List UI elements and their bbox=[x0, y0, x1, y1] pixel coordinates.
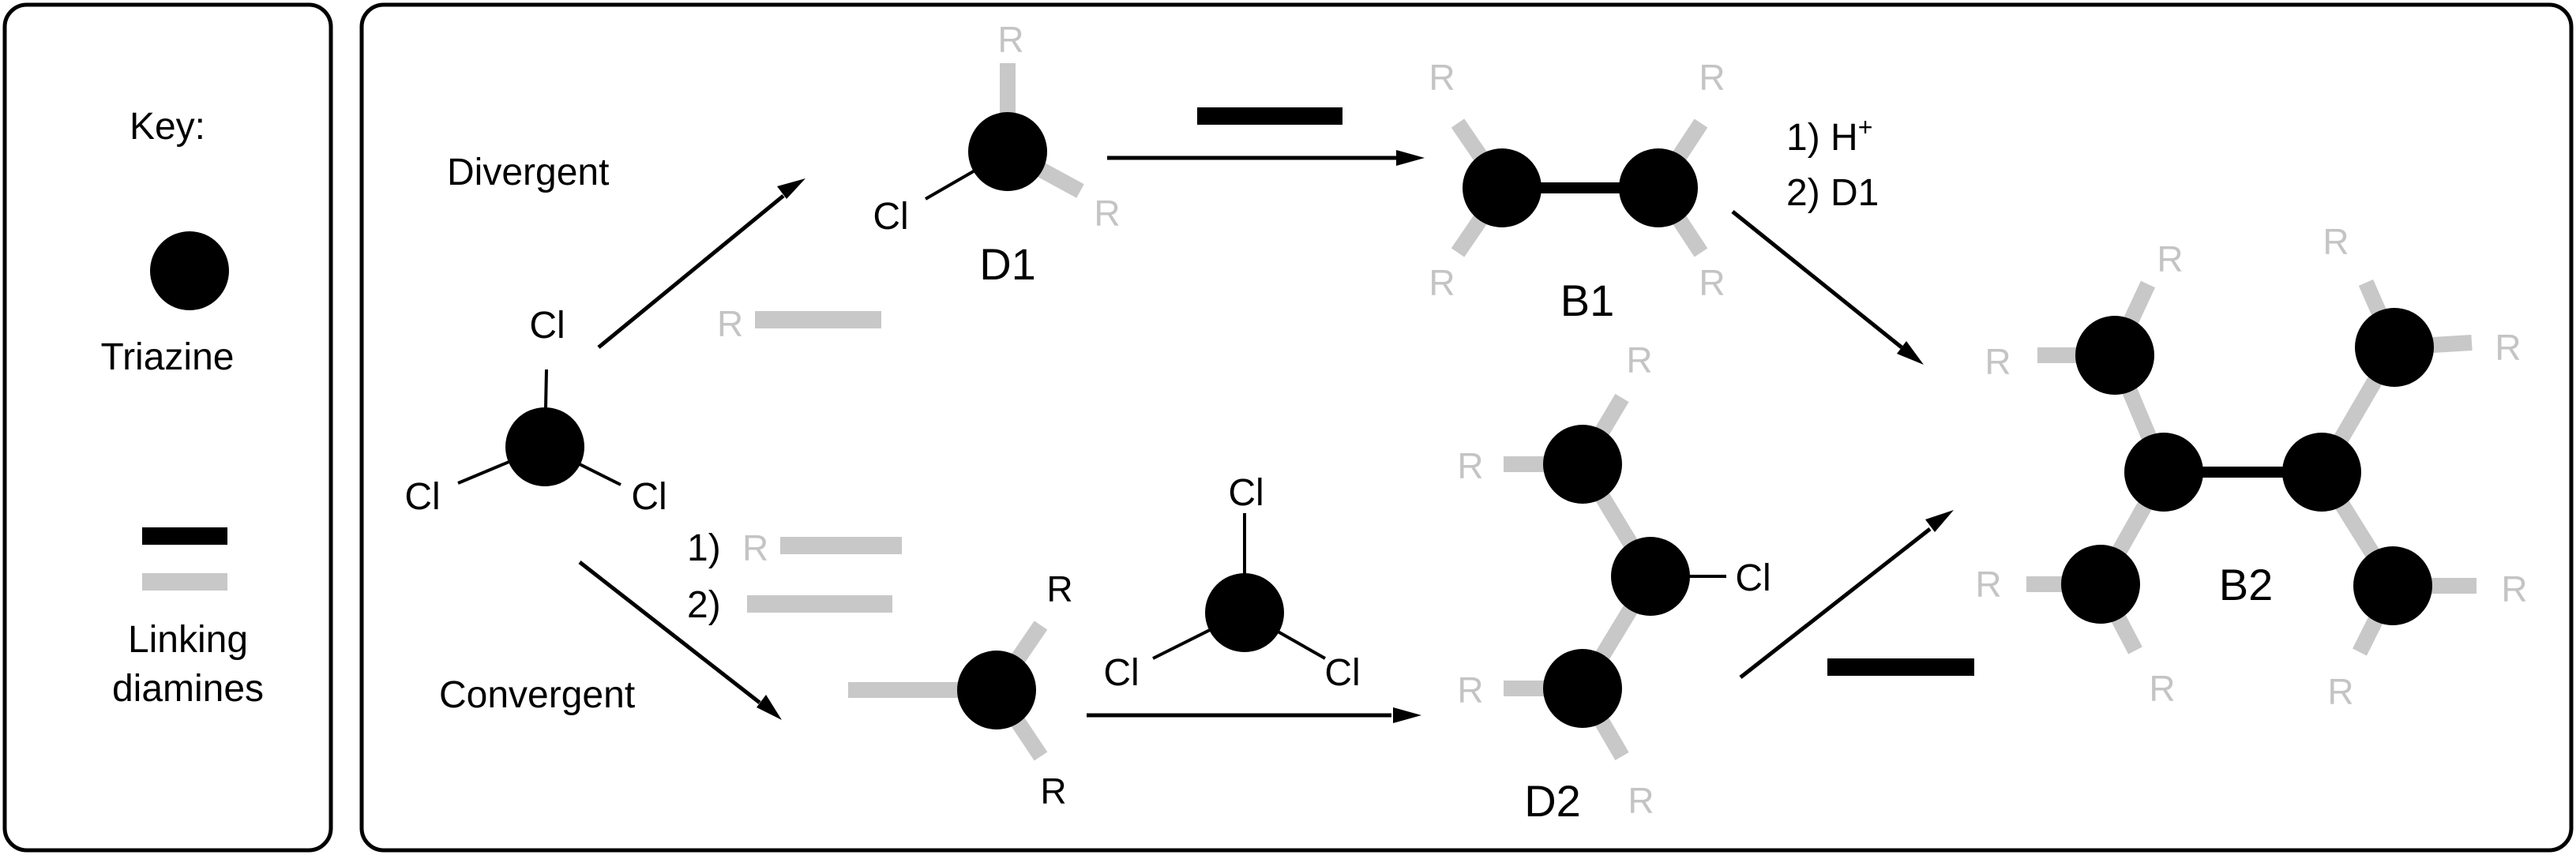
b1-step-2: 2) D1 bbox=[1786, 172, 1879, 214]
arrow-to-d2 bbox=[1087, 707, 1421, 723]
b1-r-br: R bbox=[1699, 262, 1725, 303]
d2-molecule: R R R R Cl D2 bbox=[1457, 339, 1771, 826]
conv-step-1-r: R bbox=[742, 527, 768, 568]
key-triazine-label: Triazine bbox=[101, 336, 235, 378]
arrow-b1-to-b2 bbox=[1731, 210, 1924, 365]
d1-cl: Cl bbox=[873, 196, 908, 238]
divergent-reagent: R bbox=[717, 303, 881, 344]
b2-label: B2 bbox=[2219, 560, 2274, 609]
arrow-d2-to-b2 bbox=[1739, 510, 1954, 679]
convergent-label: Convergent bbox=[439, 674, 635, 716]
start-triazine: Cl Cl Cl bbox=[404, 305, 667, 518]
key-title: Key: bbox=[130, 106, 205, 148]
b2-r-7: R bbox=[2501, 568, 2527, 609]
conv-step-2: 2) bbox=[687, 584, 721, 626]
scheme-panel bbox=[359, 2, 2574, 853]
conv-reagent-cl-top: Cl bbox=[1228, 472, 1264, 514]
d1-r-top: R bbox=[997, 19, 1023, 60]
b1-r-tr: R bbox=[1699, 57, 1725, 98]
convergent-triazine-reagent: Cl Cl Cl bbox=[1103, 472, 1360, 694]
d2-r-top: R bbox=[1626, 339, 1652, 381]
arrow-d1-to-b1 bbox=[1107, 150, 1425, 166]
key-linker-label-line2: diamines bbox=[112, 668, 264, 710]
convergent-intermediate: R R bbox=[848, 568, 1073, 812]
start-cl-left: Cl bbox=[404, 476, 440, 518]
convergent-dark-linker bbox=[1827, 658, 1974, 676]
key-dark-linker-icon bbox=[142, 527, 227, 545]
key-panel bbox=[2, 2, 333, 853]
b2-r-3: R bbox=[1975, 564, 2001, 605]
d2-r-upper-left: R bbox=[1457, 445, 1483, 486]
key-linker-label-line1: Linking bbox=[128, 619, 248, 661]
d2-cl: Cl bbox=[1735, 557, 1771, 599]
b2-r-6: R bbox=[2495, 327, 2521, 368]
b2-r-4: R bbox=[2149, 668, 2175, 709]
conv-reagent-cl-left: Cl bbox=[1103, 652, 1139, 694]
conv-int-r-top: R bbox=[1046, 568, 1072, 609]
d1-label: D1 bbox=[979, 239, 1036, 289]
divergent-arrow-1 bbox=[597, 178, 805, 349]
b2-r-5: R bbox=[2323, 221, 2349, 262]
d1-molecule: R R Cl D1 bbox=[873, 19, 1120, 289]
convergent-reagents: 1) R 2) bbox=[687, 527, 902, 626]
b2-r-2: R bbox=[1985, 341, 2011, 382]
b1-r-bl: R bbox=[1429, 262, 1455, 303]
divergent-dark-linker bbox=[1197, 107, 1342, 125]
d2-r-bottom: R bbox=[1628, 780, 1654, 821]
start-cl-top: Cl bbox=[529, 305, 565, 347]
convergent-arrow-1 bbox=[578, 561, 782, 720]
b2-molecule: R R R R R R R R B2 bbox=[1975, 221, 2527, 712]
key-light-linker-icon bbox=[142, 573, 227, 591]
divergent-label: Divergent bbox=[447, 152, 609, 193]
d2-label: D2 bbox=[1524, 776, 1581, 826]
b1-step-1: 1) H+ bbox=[1786, 113, 1872, 159]
d2-r-lower-left: R bbox=[1457, 669, 1483, 711]
start-cl-right: Cl bbox=[631, 476, 667, 518]
b2-r-1: R bbox=[2157, 238, 2183, 279]
b1-label: B1 bbox=[1560, 276, 1615, 325]
d1-r-right: R bbox=[1094, 193, 1120, 234]
conv-step-1: 1) bbox=[687, 527, 721, 569]
conv-reagent-cl-right: Cl bbox=[1324, 652, 1360, 694]
conv-int-r-bottom: R bbox=[1040, 771, 1066, 812]
b2-r-8: R bbox=[2327, 671, 2353, 712]
b1-molecule: R R R R B1 bbox=[1429, 57, 1725, 325]
b1-r-tl: R bbox=[1429, 57, 1455, 98]
key-triazine-icon bbox=[150, 231, 229, 310]
divergent-reagent-r: R bbox=[717, 303, 743, 344]
